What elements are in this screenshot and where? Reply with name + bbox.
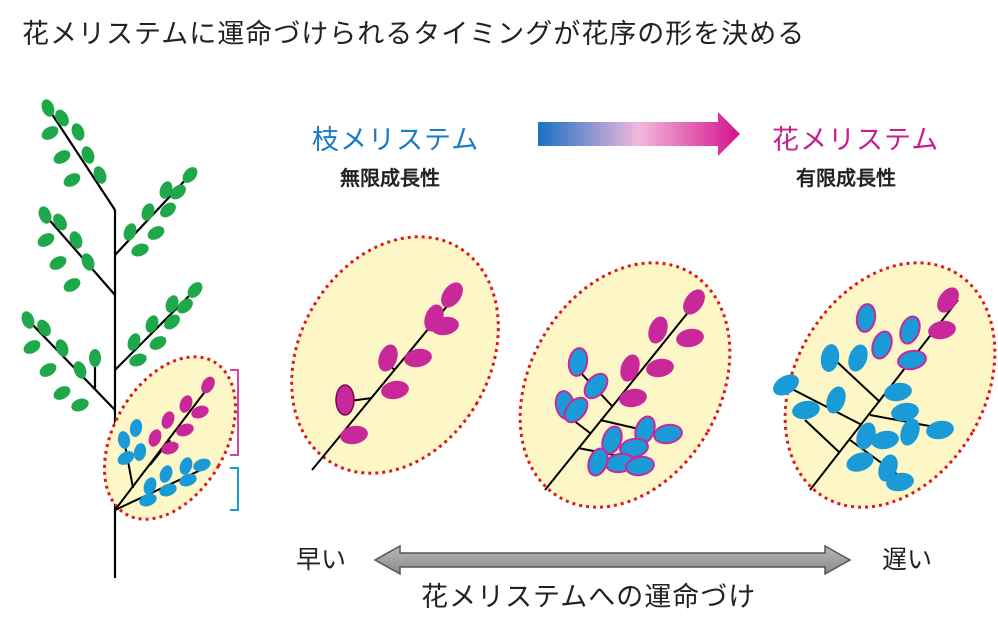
flower-meristem-property: 有限成長性 (796, 166, 896, 190)
flower-meristem-label: 花メリステム (772, 125, 940, 156)
meristem-transition-arrow (538, 112, 740, 156)
whole-plant (21, 99, 239, 578)
inflorescence-middle (518, 261, 732, 509)
late-label: 遅い (882, 545, 933, 574)
branch-meristem-property: 無限成長性 (340, 166, 440, 190)
plant-leaves (21, 99, 203, 412)
timing-arrow (373, 544, 852, 576)
early-label: 早い (296, 545, 347, 574)
flower-bracket (230, 369, 239, 456)
page-title: 花メリステムに運命づけられるタイミングが花序の形を決める (22, 19, 806, 50)
branch-meristem-label: 枝メリステム (312, 125, 480, 156)
timeline-label: 花メリステムへの運命づけ (421, 582, 757, 613)
inflorescence-late (773, 261, 997, 509)
branch-bracket (230, 467, 239, 511)
inflorescence-early (290, 235, 500, 475)
